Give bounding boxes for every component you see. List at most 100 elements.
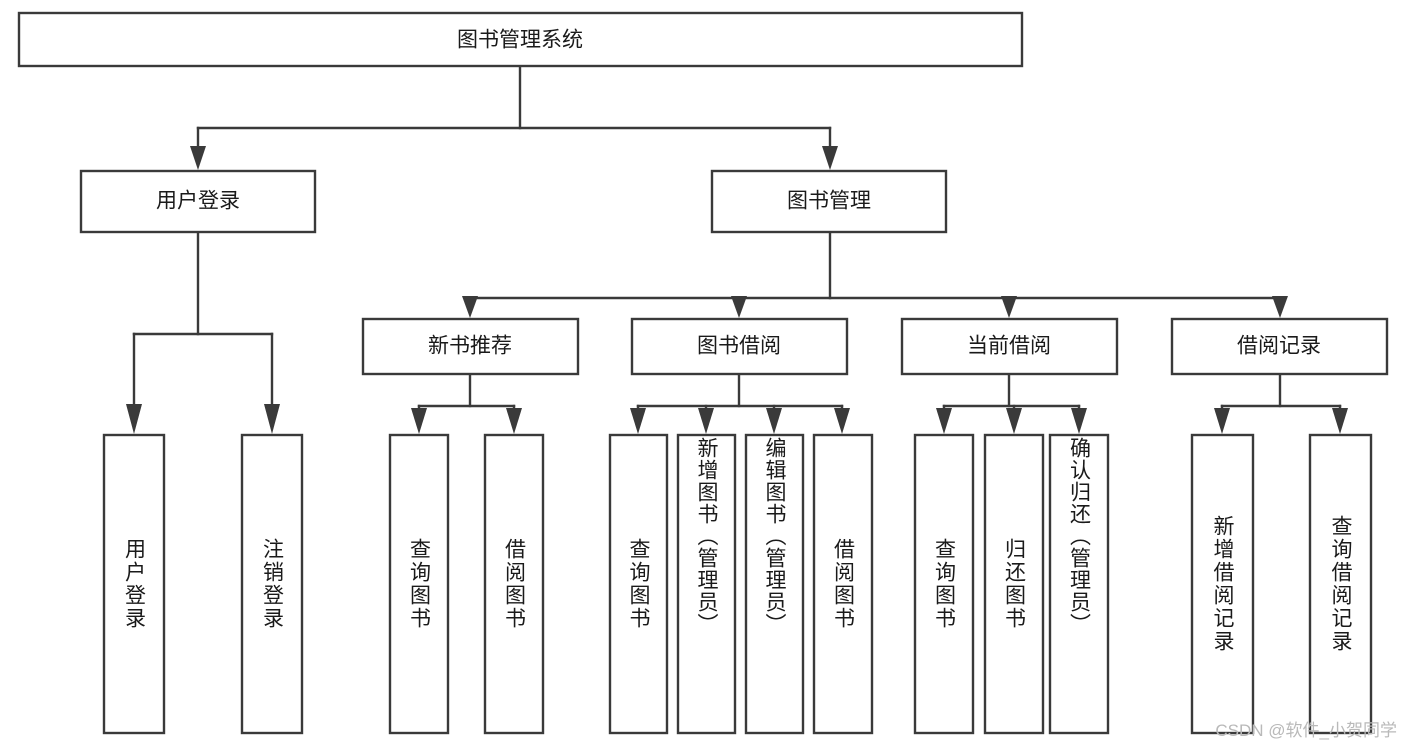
arrow-head-bookborrow-leaf2 [698, 408, 714, 434]
leaf-box-user-login-login [102, 433, 166, 735]
node-current-borrow-label: 当前借阅 [967, 335, 1051, 358]
leaf-label-borrowrecord-query: 查询借阅记录 [1329, 515, 1352, 653]
leaf-box-bookborrow-borrow [812, 433, 874, 735]
leaf-label-wrap-currentborrow-return: 归还图书 [1002, 538, 1026, 630]
leaf-label-wrap-borrowrecord-query: 查询借阅记录 [1329, 515, 1352, 653]
leaf-box-borrowrecord-add [1190, 433, 1255, 735]
leaf-box-bookborrow-edit [744, 433, 805, 735]
arrow-head-currentborrow-leaf3 [1071, 408, 1087, 434]
leaf-label-newbook-query: 查询图书 [407, 538, 431, 630]
leaf-label-newbook-borrow: 借阅图书 [502, 538, 526, 630]
leaf-box-newbook-borrow [483, 433, 545, 735]
node-user-login[interactable]: 用户登录 [79, 169, 317, 234]
connector-bookborrow-to-leaves [630, 372, 850, 434]
node-book-management-box [710, 169, 948, 234]
node-root-label: 图书管理系统 [457, 29, 583, 52]
leaf-node-bookborrow-add[interactable]: 新增图书（管理员） [676, 433, 737, 735]
leaf-label-bookborrow-query: 查询图书 [627, 538, 650, 630]
arrow-head-current-borrow [1001, 296, 1017, 318]
node-book-borrow-label: 图书借阅 [697, 335, 781, 358]
leaf-node-borrowrecord-add[interactable]: 新增借阅记录 [1190, 433, 1255, 735]
arrow-head-bookborrow-leaf4 [834, 408, 850, 434]
node-new-book-recommend-label: 新书推荐 [428, 335, 512, 358]
leaf-node-borrowrecord-query[interactable]: 查询借阅记录 [1308, 433, 1373, 735]
arrow-head-currentborrow-leaf1 [936, 408, 952, 434]
node-root-book-management-system[interactable]: 图书管理系统 [17, 11, 1024, 68]
node-borrow-record[interactable]: 借阅记录 [1170, 317, 1389, 376]
node-current-borrow[interactable]: 当前借阅 [900, 317, 1119, 376]
node-user-login-box [79, 169, 317, 234]
leaf-label-wrap-borrowrecord-add: 新增借阅记录 [1211, 515, 1234, 653]
arrow-head-new-book [462, 296, 478, 318]
leaf-label-currentborrow-confirm-return: 确认归还（管理员） [1067, 437, 1091, 635]
leaf-node-bookborrow-edit[interactable]: 编辑图书（管理员） [744, 433, 805, 735]
node-user-login-label: 用户登录 [156, 190, 240, 213]
leaf-label-wrap-newbook-query: 查询图书 [407, 538, 431, 630]
leaf-node-bookborrow-query[interactable]: 查询图书 [608, 433, 669, 735]
leaf-node-currentborrow-return[interactable]: 归还图书 [983, 433, 1045, 735]
leaf-label-borrowrecord-add: 新增借阅记录 [1211, 515, 1234, 653]
leaf-node-user-login-login[interactable]: 用户登录 [102, 433, 166, 735]
connector-bookmgmt-to-level3 [462, 230, 1288, 318]
arrow-head-borrow-record [1272, 296, 1288, 318]
node-book-management[interactable]: 图书管理 [710, 169, 948, 234]
csdn-watermark: CSDN @软件_小贺同学 [1215, 721, 1397, 740]
arrow-head-bookborrow-leaf3 [766, 408, 782, 434]
leaf-node-user-login-logout[interactable]: 注销登录 [240, 433, 304, 735]
leaf-label-bookborrow-borrow: 借阅图书 [831, 538, 855, 630]
arrow-head-book-mgmt [822, 146, 838, 170]
connector-userlogin-to-leaves [126, 230, 280, 434]
arrow-head-book-borrow [731, 296, 747, 318]
arrow-head-bookborrow-leaf1 [630, 408, 646, 434]
leaf-box-currentborrow-query [913, 433, 975, 735]
node-new-book-recommend-box [361, 317, 580, 376]
leaf-node-bookborrow-borrow[interactable]: 借阅图书 [812, 433, 874, 735]
leaf-label-wrap-bookborrow-add: 新增图书（管理员） [695, 437, 718, 635]
leaf-label-wrap-bookborrow-edit: 编辑图书（管理员） [763, 437, 786, 635]
leaf-label-wrap-currentborrow-confirm-return: 确认归还（管理员） [1067, 437, 1091, 635]
leaf-box-borrowrecord-query [1308, 433, 1373, 735]
leaf-node-currentborrow-query[interactable]: 查询图书 [913, 433, 975, 735]
node-book-borrow-box [630, 317, 849, 376]
leaf-node-newbook-borrow[interactable]: 借阅图书 [483, 433, 545, 735]
leaf-box-currentborrow-confirm-return [1048, 433, 1110, 735]
leaf-box-newbook-query [388, 433, 450, 735]
arrow-head-userlogin-leaf2 [264, 404, 280, 434]
arrow-head-newbook-leaf1 [411, 408, 427, 434]
leaf-label-user-login-logout: 注销登录 [260, 538, 284, 630]
node-borrow-record-label: 借阅记录 [1237, 335, 1321, 358]
node-new-book-recommend[interactable]: 新书推荐 [361, 317, 580, 376]
leaf-label-wrap-bookborrow-borrow: 借阅图书 [831, 538, 855, 630]
leaf-label-wrap-currentborrow-query: 查询图书 [932, 538, 956, 630]
connector-borrowrecord-to-leaves [1214, 372, 1348, 434]
arrow-head-borrowrecord-leaf2 [1332, 408, 1348, 434]
leaf-label-wrap-newbook-borrow: 借阅图书 [502, 538, 526, 630]
node-current-borrow-box [900, 317, 1119, 376]
leaf-label-wrap-user-login-logout: 注销登录 [260, 538, 284, 630]
arrow-head-user-login [190, 146, 206, 170]
arrow-head-newbook-leaf2 [506, 408, 522, 434]
node-borrow-record-box [1170, 317, 1389, 376]
node-root-box [17, 11, 1024, 68]
leaf-box-currentborrow-return [983, 433, 1045, 735]
leaf-label-wrap-user-login-login: 用户登录 [122, 538, 146, 630]
arrow-head-borrowrecord-leaf1 [1214, 408, 1230, 434]
leaf-box-bookborrow-query [608, 433, 669, 735]
leaf-label-bookborrow-add: 新增图书（管理员） [695, 437, 718, 635]
node-book-borrow[interactable]: 图书借阅 [630, 317, 849, 376]
leaf-node-currentborrow-confirm-return[interactable]: 确认归还（管理员） [1048, 433, 1110, 735]
leaf-box-bookborrow-add [676, 433, 737, 735]
leaf-label-wrap-bookborrow-query: 查询图书 [627, 538, 650, 630]
connector-root-to-level2 [190, 64, 838, 170]
leaf-label-bookborrow-edit: 编辑图书（管理员） [763, 437, 786, 635]
leaf-node-newbook-query[interactable]: 查询图书 [388, 433, 450, 735]
leaf-label-currentborrow-query: 查询图书 [932, 538, 956, 630]
node-book-management-label: 图书管理 [787, 190, 871, 213]
connector-currentborrow-to-leaves [936, 372, 1087, 434]
arrow-head-userlogin-leaf1 [126, 404, 142, 434]
arrow-head-currentborrow-leaf2 [1006, 408, 1022, 434]
leaf-label-currentborrow-return: 归还图书 [1002, 538, 1026, 630]
leaf-label-user-login-login: 用户登录 [122, 538, 146, 630]
